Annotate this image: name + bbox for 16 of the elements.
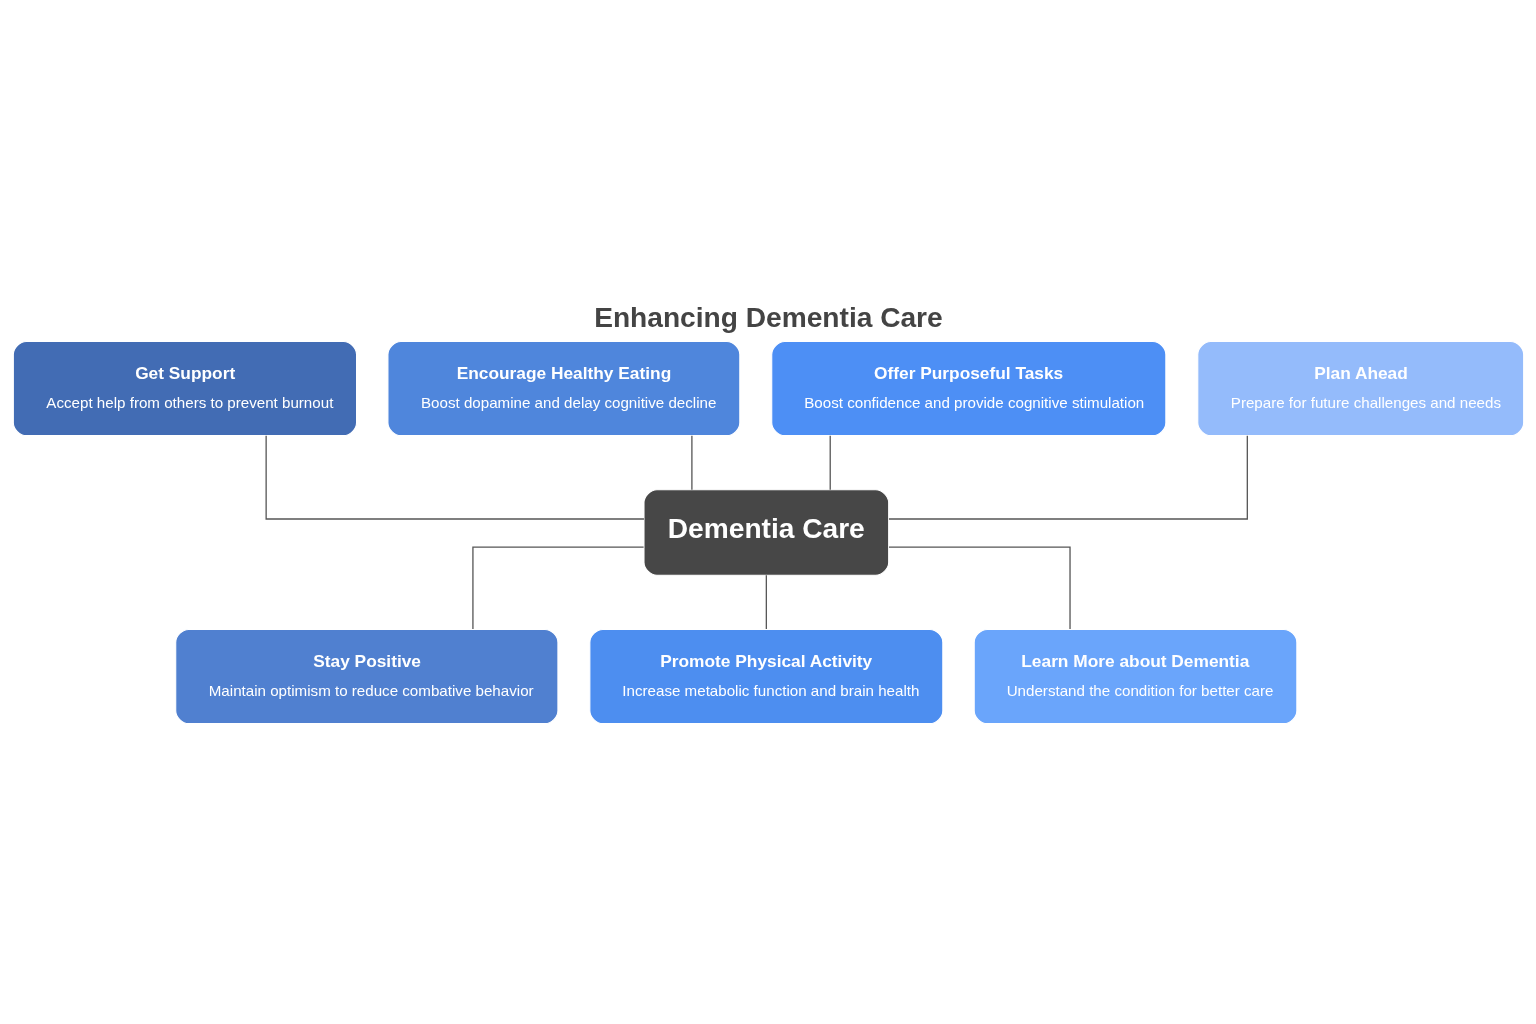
- connector: [765, 574, 767, 630]
- diagram-title: Enhancing Dementia Care: [593, 301, 943, 333]
- node-box: Encourage Healthy Eating Boost dopamine and delay cognitive decline: [386, 340, 740, 436]
- connector: [887, 434, 1248, 520]
- connector: [471, 546, 644, 630]
- connector: [690, 434, 693, 490]
- connector: [829, 434, 831, 490]
- node-box: Plan Ahead Prepare for future challenges and needs: [1196, 340, 1524, 436]
- connector: [887, 546, 1071, 630]
- connector: [265, 434, 645, 520]
- node-box: Dementia Care: [642, 488, 889, 576]
- node-box: Get Support Accept help from others to prevent burnout: [12, 340, 357, 436]
- node-box: Promote Physical Activity Increase metabolic function and brain health: [588, 628, 943, 724]
- node-box: Learn More about Dementia Understand the condition for better care: [973, 628, 1297, 724]
- node-box: Offer Purposeful Tasks Boost confidence and provide cognitive stimulation: [770, 340, 1166, 436]
- node-box: Stay Positive Maintain optimism to reduce combative behavior: [174, 628, 558, 724]
